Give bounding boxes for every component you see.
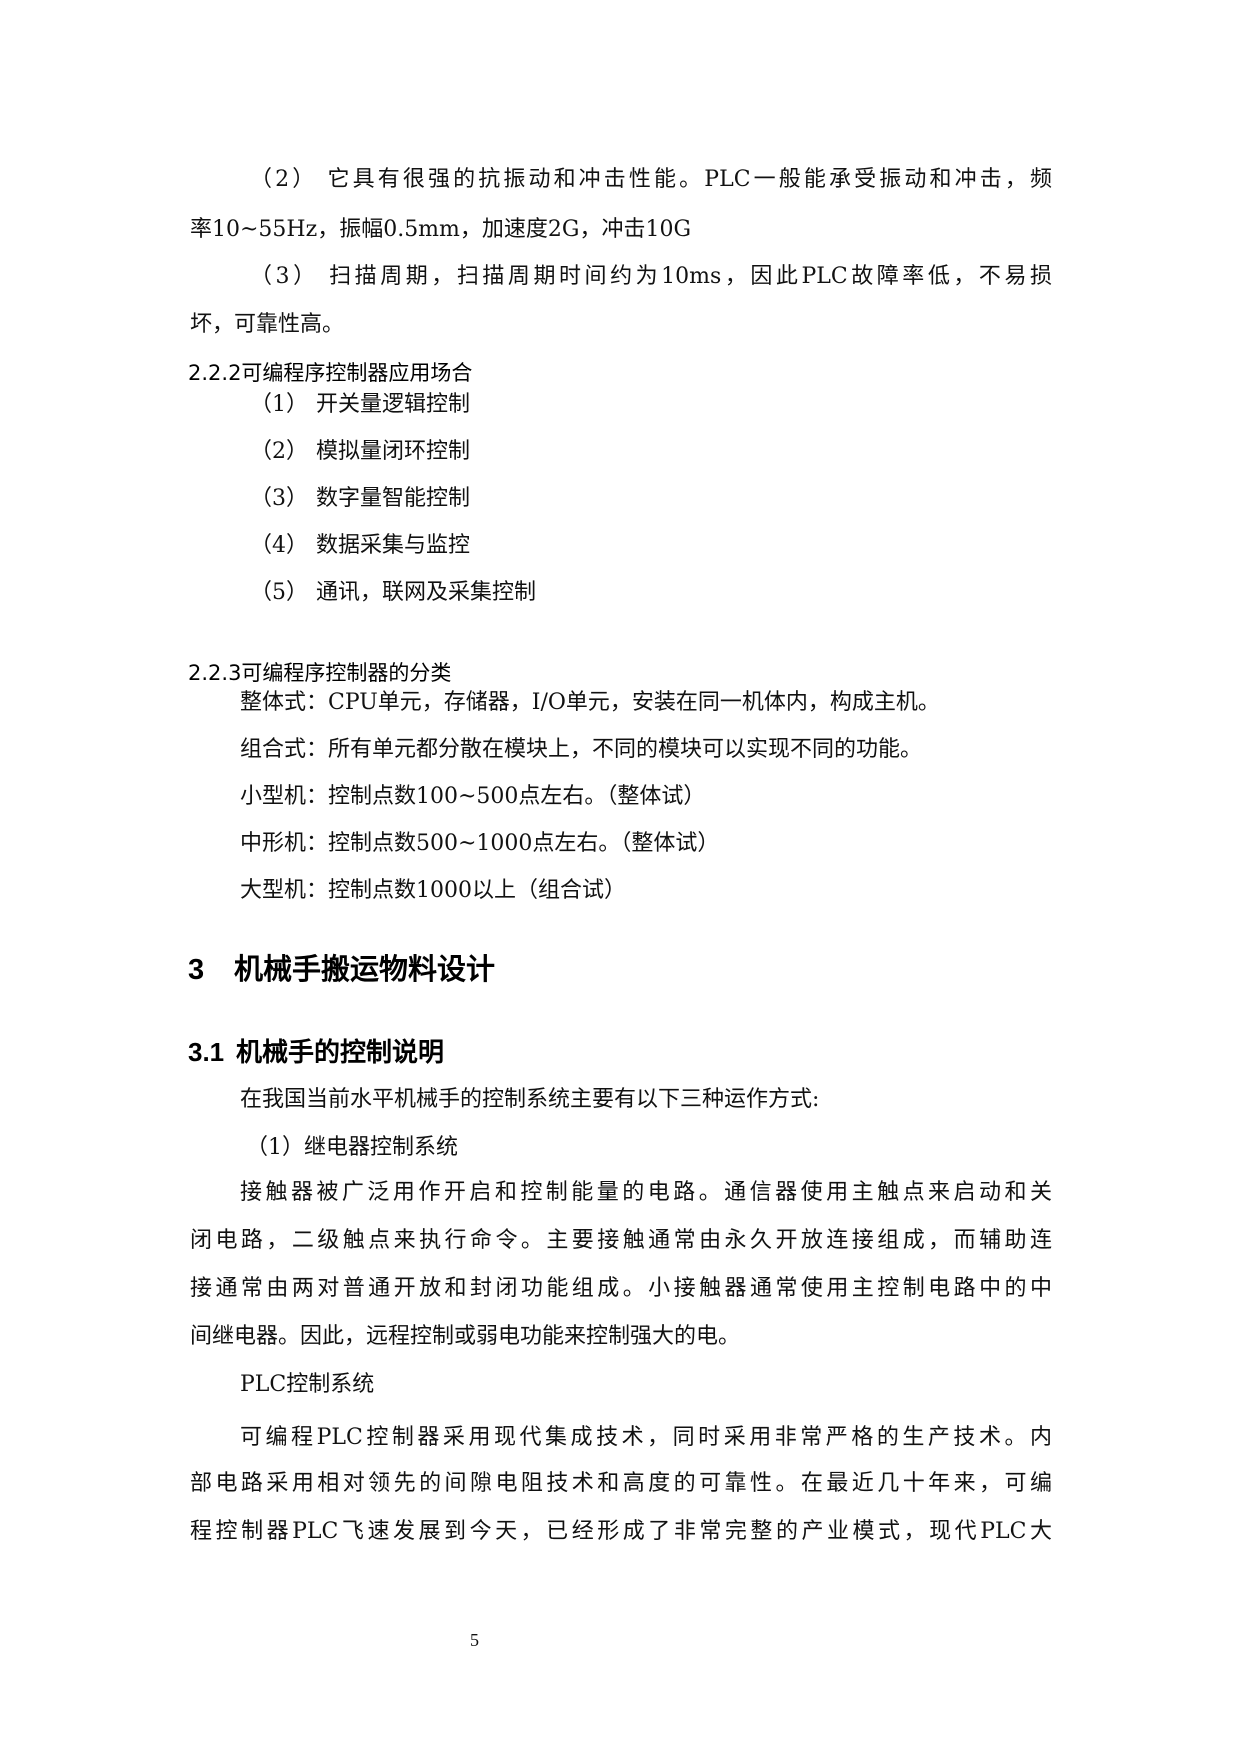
plc-heading: PLC控制系统	[240, 1372, 375, 1397]
paragraph-line: 部电路采用相对领先的间隙电阻技术和高度的可靠性。在最近几十年来，可编	[190, 1471, 1052, 1496]
paragraph-line: 间继电器。因此，远程控制或弱电功能来控制强大的电。	[190, 1324, 741, 1349]
list-item: （3） 数字量智能控制	[250, 484, 470, 514]
list-item-label: （3）	[250, 486, 308, 511]
list-item-label: （1）	[250, 392, 308, 417]
paragraph-line: 闭电路，二级触点来执行命令。主要接触通常由永久开放连接组成，而辅助连	[190, 1228, 1052, 1253]
classification-line: 小型机：控制点数100~500点左右。（整体试）	[240, 784, 706, 809]
paragraph-line: （2） 它具有很强的抗振动和冲击性能。PLC一般能承受振动和冲击，频	[250, 167, 1052, 192]
list-item-label: （5）	[250, 580, 308, 605]
list-item-text: 数字量智能控制	[316, 486, 471, 511]
section-number: 3.1	[188, 1037, 225, 1067]
chapter-heading: 3 机械手搬运物料设计	[188, 952, 495, 988]
section-title: 机械手的控制说明	[236, 1037, 445, 1067]
paragraph-line: 接通常由两对普通开放和封闭功能组成。小接触器通常使用主控制电路中的中	[190, 1276, 1052, 1301]
paragraph-line: （3） 扫描周期，扫描周期时间约为10ms，因此PLC故障率低，不易损	[250, 264, 1052, 289]
list-item-text: 通讯，联网及采集控制	[316, 580, 537, 605]
paragraph-line: 接触器被广泛用作开启和控制能量的电路。通信器使用主触点来启动和关	[240, 1180, 1052, 1205]
list-item: （4） 数据采集与监控	[250, 531, 470, 561]
relay-heading: （1）继电器控制系统	[246, 1135, 458, 1160]
list-item: （5） 通讯，联网及采集控制	[250, 578, 536, 608]
classification-line: 中形机：控制点数500~1000点左右。（整体试）	[240, 831, 720, 856]
paragraph-line: 率10~55Hz，振幅0.5mm，加速度2G，冲击10G	[190, 217, 692, 242]
paragraph-line: 程控制器PLC飞速发展到今天，已经形成了非常完整的产业模式，现代PLC大	[190, 1519, 1052, 1544]
chapter-number: 3	[188, 954, 205, 986]
list-item-label: （2）	[250, 439, 308, 464]
paragraph-line: 可编程PLC控制器采用现代集成技术，同时采用非常严格的生产技术。内	[240, 1425, 1052, 1450]
list-item: （1） 开关量逻辑控制	[250, 390, 470, 420]
paragraph-line: 坏，可靠性高。	[190, 312, 345, 337]
list-item-label: （4）	[250, 533, 308, 558]
section-heading-3-1: 3.1 机械手的控制说明	[188, 1035, 444, 1069]
chapter-title: 机械手搬运物料设计	[234, 954, 496, 986]
list-item: （2） 模拟量闭环控制	[250, 437, 470, 467]
intro-paragraph: 在我国当前水平机械手的控制系统主要有以下三种运作方式:	[240, 1087, 820, 1112]
page-number: 5	[470, 1630, 479, 1650]
classification-line: 大型机：控制点数1000以上（组合试）	[240, 878, 626, 903]
classification-line: 组合式：所有单元都分散在模块上，不同的模块可以实现不同的功能。	[240, 737, 923, 762]
list-item-text: 开关量逻辑控制	[316, 392, 471, 417]
section-heading-2-2-2: 2.2.2可编程序控制器应用场合	[188, 361, 473, 385]
section-heading-2-2-3: 2.2.3可编程序控制器的分类	[188, 661, 452, 685]
list-item-text: 模拟量闭环控制	[316, 439, 471, 464]
classification-line: 整体式：CPU单元，存储器，I/O单元，安装在同一机体内，构成主机。	[240, 690, 940, 715]
list-item-text: 数据采集与监控	[316, 533, 471, 558]
